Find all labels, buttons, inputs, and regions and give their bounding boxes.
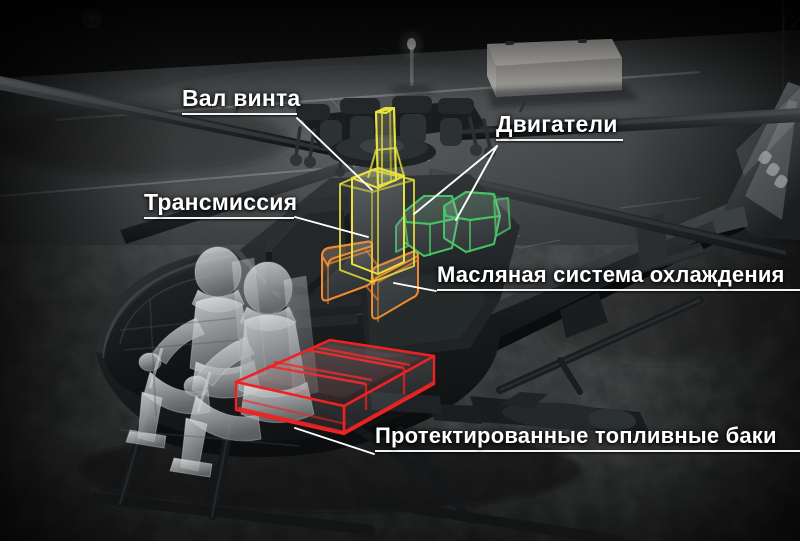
label-engines: Двигатели bbox=[496, 111, 623, 142]
label-oil-cooling: Масляная система охлаждения bbox=[437, 262, 800, 292]
rotor-blades bbox=[0, 76, 800, 262]
label-fuel-tanks-text: Протектированные топливные баки bbox=[375, 423, 777, 448]
label-transmission-text: Трансмиссия bbox=[144, 189, 298, 215]
highlight-engines bbox=[395, 191, 511, 257]
label-fuel-tanks: Протектированные топливные баки bbox=[375, 423, 800, 453]
leader-fuel-tanks bbox=[294, 427, 375, 455]
label-engines-underline bbox=[496, 139, 623, 142]
leader-transmission bbox=[294, 216, 369, 238]
label-fuel-tanks-underline bbox=[375, 450, 800, 453]
label-rotor-shaft-underline bbox=[182, 113, 297, 116]
interior-frame bbox=[119, 299, 301, 447]
label-oil-cooling-underline bbox=[437, 289, 800, 292]
highlight-rotor-shaft bbox=[375, 107, 397, 187]
leader-engine-right bbox=[455, 145, 498, 221]
leader-rotor-shaft bbox=[296, 117, 373, 191]
label-oil-cooling-text: Масляная система охлаждения bbox=[437, 262, 785, 287]
leader-engine-left bbox=[413, 145, 498, 215]
leader-oil-cooling bbox=[393, 282, 437, 292]
external-stores bbox=[370, 392, 650, 434]
label-rotor-shaft: Вал винта bbox=[182, 85, 301, 116]
label-engines-text: Двигатели bbox=[496, 111, 618, 137]
label-transmission: Трансмиссия bbox=[144, 189, 298, 220]
label-rotor-shaft-text: Вал винта bbox=[182, 85, 301, 111]
label-transmission-underline bbox=[144, 217, 294, 220]
highlight-fuel-tanks bbox=[234, 338, 436, 436]
